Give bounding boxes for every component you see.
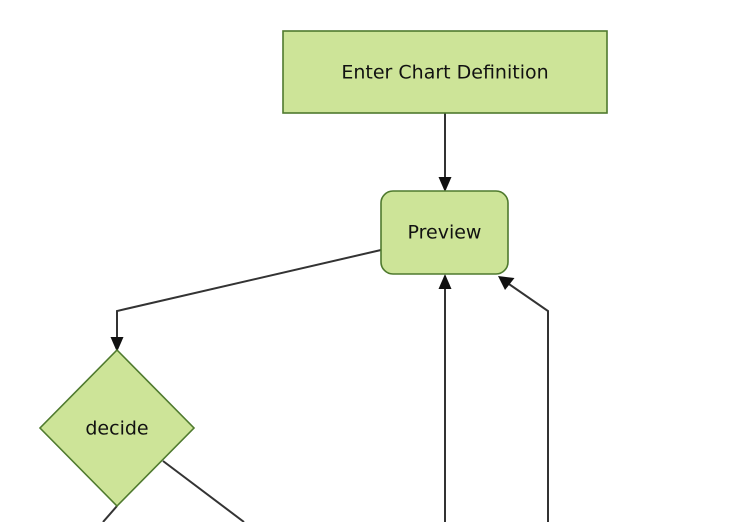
edge-enter-to-preview <box>438 113 452 192</box>
node-shape-rounded-rectangle <box>380 190 509 275</box>
edge-preview-to-decide <box>110 249 382 352</box>
edge-line <box>116 249 382 344</box>
node-shape-diamond <box>38 348 196 508</box>
arrow-head-icon <box>110 337 124 352</box>
node-preview[interactable]: Preview <box>380 190 509 275</box>
node-label-decide: decide <box>85 418 148 440</box>
edge-line <box>102 505 118 522</box>
edge-decide-bottom-right <box>162 460 245 522</box>
edge-line <box>162 460 245 522</box>
node-decide[interactable]: decide <box>38 348 196 508</box>
node-shape-rectangle <box>282 30 608 114</box>
edge-bottom-right-to-preview <box>498 276 549 522</box>
node-enter-chart-definition[interactable]: Enter Chart Definition <box>282 30 608 114</box>
edge-bottom-center-to-preview <box>438 274 452 522</box>
edge-line <box>505 281 549 522</box>
arrow-head-icon <box>438 274 452 289</box>
node-label-preview: Preview <box>408 222 482 244</box>
arrow-head-icon <box>438 177 452 192</box>
node-label-enter-chart-definition: Enter Chart Definition <box>341 62 548 84</box>
edge-decide-bottom-left <box>102 505 118 522</box>
arrow-head-icon <box>498 276 515 290</box>
